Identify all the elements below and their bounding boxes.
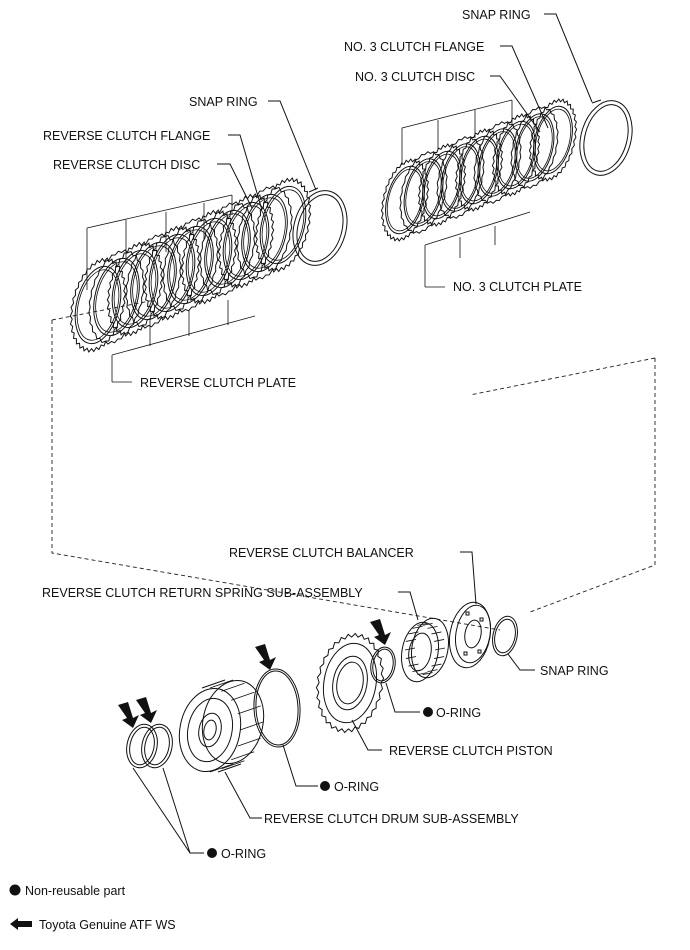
label-snap-ring-top: SNAP RING: [462, 8, 531, 22]
snap-ring-bottom: [492, 615, 518, 657]
label-reverse-clutch-balancer: REVERSE CLUTCH BALANCER: [229, 546, 414, 560]
non-reusable-dot-icon: [423, 707, 433, 717]
label-snap-ring-bottom: SNAP RING: [540, 664, 609, 678]
reverse-clutch-disc: [162, 217, 219, 313]
label-o-ring-piston: O-RING: [436, 706, 481, 720]
label-reverse-clutch-piston: REVERSE CLUTCH PISTON: [389, 744, 553, 758]
label-reverse-clutch-flange: REVERSE CLUTCH FLANGE: [43, 129, 210, 143]
reverse-clutch-drum: [178, 679, 265, 773]
o-ring-piston: [370, 646, 396, 684]
no3-clutch-plate: [380, 158, 430, 242]
non-reusable-dot-icon: [207, 848, 217, 858]
label-o-ring-drum: O-RING: [334, 780, 379, 794]
reverse-clutch-plate: [69, 257, 127, 353]
no3-clutch-pack: [380, 98, 578, 288]
no3-clutch-flange: [528, 98, 578, 182]
label-o-ring-small: O-RING: [221, 847, 266, 861]
non-reusable-dot-icon: [320, 781, 330, 791]
no3-clutch-plate: [491, 113, 541, 197]
legend: Non-reusable part Toyota Genuine ATF WS: [9, 884, 176, 932]
labels: SNAP RING NO. 3 CLUTCH FLANGE NO. 3 CLUT…: [42, 8, 609, 861]
no3-clutch-plate: [417, 143, 467, 227]
legend-atf: Toyota Genuine ATF WS: [39, 918, 176, 932]
snap-ring-top: [579, 99, 633, 176]
reverse-clutch-disc: [88, 249, 145, 345]
non-reusable-dot-icon: [9, 884, 21, 896]
reverse-clutch-disc: [199, 201, 256, 297]
atf-arrow-icon: [10, 918, 32, 930]
reverse-clutch-plate: [143, 225, 201, 321]
label-no3-clutch-plate: NO. 3 CLUTCH PLATE: [453, 280, 582, 294]
reverse-clutch-flange: [254, 177, 312, 273]
snap-ring-left: [292, 187, 348, 266]
dashed-connector: [51, 299, 656, 631]
label-no3-clutch-flange: NO. 3 CLUTCH FLANGE: [344, 40, 484, 54]
label-reverse-clutch-drum: REVERSE CLUTCH DRUM SUB-ASSEMBLY: [264, 812, 519, 826]
no3-clutch-disc: [436, 136, 485, 219]
no3-clutch-disc: [399, 151, 448, 234]
no3-clutch-disc: [473, 121, 522, 204]
label-snap-ring-left: SNAP RING: [189, 95, 258, 109]
legend-non-reusable: Non-reusable part: [25, 884, 126, 898]
reverse-clutch-pack: [69, 177, 312, 383]
reverse-clutch-disc: [125, 233, 182, 329]
reverse-clutch-plate: [180, 209, 238, 305]
reverse-clutch-piston: [315, 632, 385, 734]
label-reverse-clutch-disc: REVERSE CLUTCH DISC: [53, 158, 200, 172]
o-ring-pair: [126, 723, 173, 769]
reverse-clutch-plate: [217, 193, 275, 289]
label-return-spring: REVERSE CLUTCH RETURN SPRING SUB-ASSEMBL…: [42, 586, 363, 600]
reverse-clutch-disc: [236, 185, 293, 281]
label-no3-clutch-disc: NO. 3 CLUTCH DISC: [355, 70, 475, 84]
no3-clutch-plate: [454, 128, 504, 212]
reverse-clutch-balancer: [448, 601, 492, 669]
reverse-clutch-plate: [106, 241, 164, 337]
return-spring: [401, 617, 449, 683]
leader-lines: [132, 13, 593, 854]
label-reverse-clutch-plate: REVERSE CLUTCH PLATE: [140, 376, 296, 390]
o-ring-large: [253, 668, 301, 748]
no3-clutch-disc: [510, 106, 559, 189]
atf-arrow-icon: [118, 619, 391, 728]
